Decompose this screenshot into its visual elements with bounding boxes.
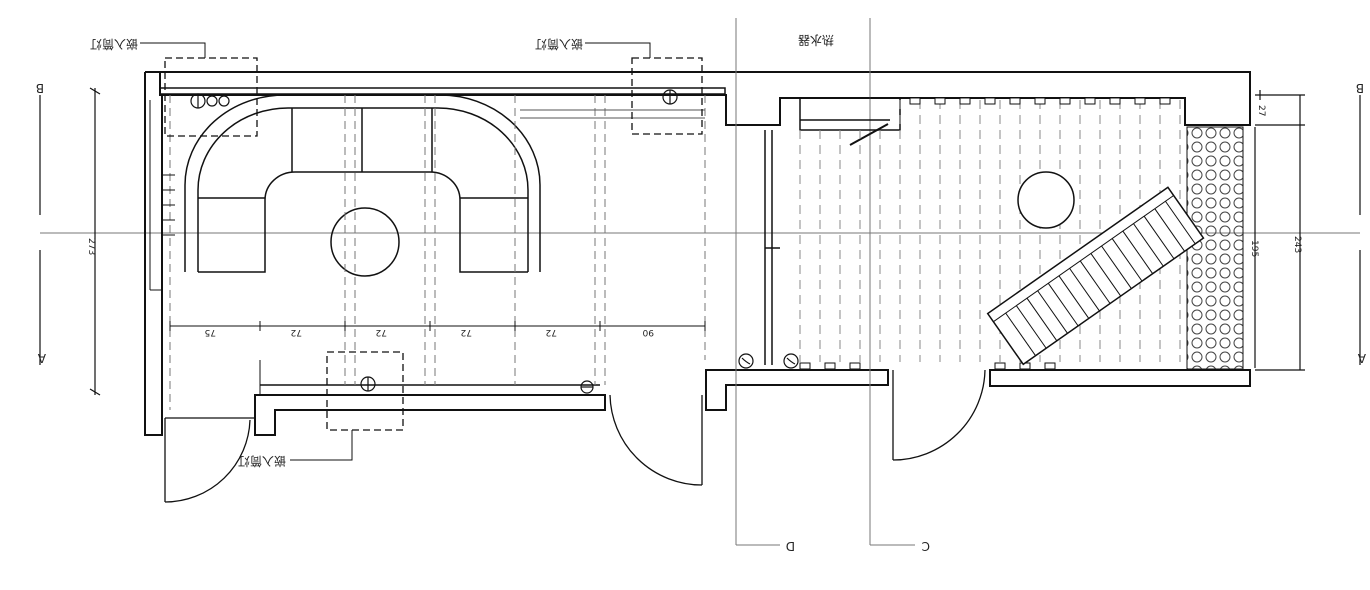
right-door <box>892 369 986 461</box>
downlight-fixtures <box>190 89 678 394</box>
marker-b-left: B <box>36 81 44 95</box>
right-markers <box>1254 90 1361 371</box>
dim-4: 72 <box>461 327 472 337</box>
decking-cleats <box>799 97 1171 370</box>
dim-left-height: 273 <box>86 238 96 255</box>
dim-5: 72 <box>546 327 557 337</box>
marker-d: D <box>786 539 795 553</box>
left-dashed-guides <box>169 95 706 410</box>
marker-b-right: B <box>1356 81 1364 95</box>
right-room-walls <box>764 97 901 365</box>
dim-6: 90 <box>642 327 654 337</box>
dim-right-mid: 243 <box>1292 236 1302 253</box>
callout-bottom-left: 嵌入筒灯 <box>238 454 286 469</box>
round-table <box>330 207 400 277</box>
staircase <box>986 186 1205 366</box>
right-bottom-wall <box>705 369 889 411</box>
downlight-boxes <box>164 57 703 431</box>
left-door <box>164 417 255 503</box>
left-wall <box>144 72 163 436</box>
floor-drains <box>738 353 799 369</box>
pebble-strip <box>1186 126 1244 370</box>
dim-right-inner: 195 <box>1249 240 1259 257</box>
marker-a-left: A <box>37 351 46 365</box>
dim-1: 75 <box>205 327 216 337</box>
bottom-wall <box>254 394 606 436</box>
dim-2: 72 <box>291 327 302 337</box>
marker-c: C <box>922 539 930 553</box>
marker-a-right: A <box>1357 351 1366 365</box>
round-table-right <box>1017 171 1075 229</box>
middle-door <box>609 394 703 486</box>
callout-leaders <box>140 42 651 461</box>
callout-top-center: 嵌入筒灯 <box>535 37 583 52</box>
dim-3: 72 <box>376 327 387 337</box>
left-markers <box>39 87 101 396</box>
left-room <box>144 71 1251 436</box>
callout-top-left: 嵌入筒灯 <box>90 37 138 52</box>
label-water-heater: 热水器 <box>798 33 834 47</box>
curved-booth-seating <box>184 94 541 273</box>
dim-right-top: 27 <box>1256 105 1266 116</box>
wall-ticks <box>163 174 175 236</box>
top-wall <box>145 71 1251 126</box>
section-lines <box>735 18 915 546</box>
dimension-row <box>169 321 706 331</box>
